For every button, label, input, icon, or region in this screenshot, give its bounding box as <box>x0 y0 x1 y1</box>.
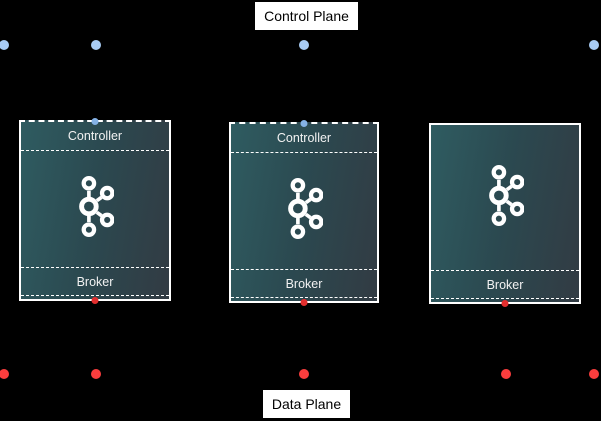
broker-bottom-dash <box>21 295 169 296</box>
data-plane-label: Data Plane <box>263 390 350 418</box>
data-plane-dot-4 <box>501 369 511 379</box>
broker-label: Broker <box>285 276 323 291</box>
broker-section: Broker <box>431 270 579 302</box>
kafka-node-3: Broker <box>429 123 581 307</box>
data-plane-dot-1 <box>0 369 9 379</box>
control-plane-label: Control Plane <box>255 2 358 30</box>
kafka-icon <box>486 165 525 231</box>
broker-section: Broker <box>231 269 377 301</box>
kafka-node-1: Controller <box>19 118 171 304</box>
controller-port-dot <box>300 120 308 127</box>
broker-port-dot <box>300 299 308 306</box>
broker-port-dot <box>91 297 99 304</box>
broker-bottom-dash <box>231 297 377 298</box>
broker-label: Broker <box>76 274 114 289</box>
control-plane-dot-1 <box>0 40 9 50</box>
broker-bottom-dash <box>431 298 579 299</box>
data-plane-dot-5 <box>589 369 599 379</box>
data-plane-dot-2 <box>91 369 101 379</box>
controller-port-dot <box>91 118 99 125</box>
control-plane-dot-3 <box>299 40 309 50</box>
kafka-node-2: Controller <box>229 120 379 306</box>
controller-section: Controller <box>231 124 377 153</box>
control-plane-dot-2 <box>91 40 101 50</box>
data-plane-dot-3 <box>299 369 309 379</box>
broker-port-dot <box>501 300 509 307</box>
controller-section: Controller <box>21 122 169 151</box>
controller-label: Controller <box>67 129 123 143</box>
control-plane-label-text: Control Plane <box>264 8 349 24</box>
kafka-icon <box>76 176 115 242</box>
broker-section: Broker <box>21 267 169 299</box>
controller-label: Controller <box>276 131 332 145</box>
broker-label: Broker <box>486 277 524 292</box>
kafka-icon <box>285 178 324 244</box>
control-plane-dot-4 <box>589 40 599 50</box>
data-plane-label-text: Data Plane <box>271 396 342 412</box>
